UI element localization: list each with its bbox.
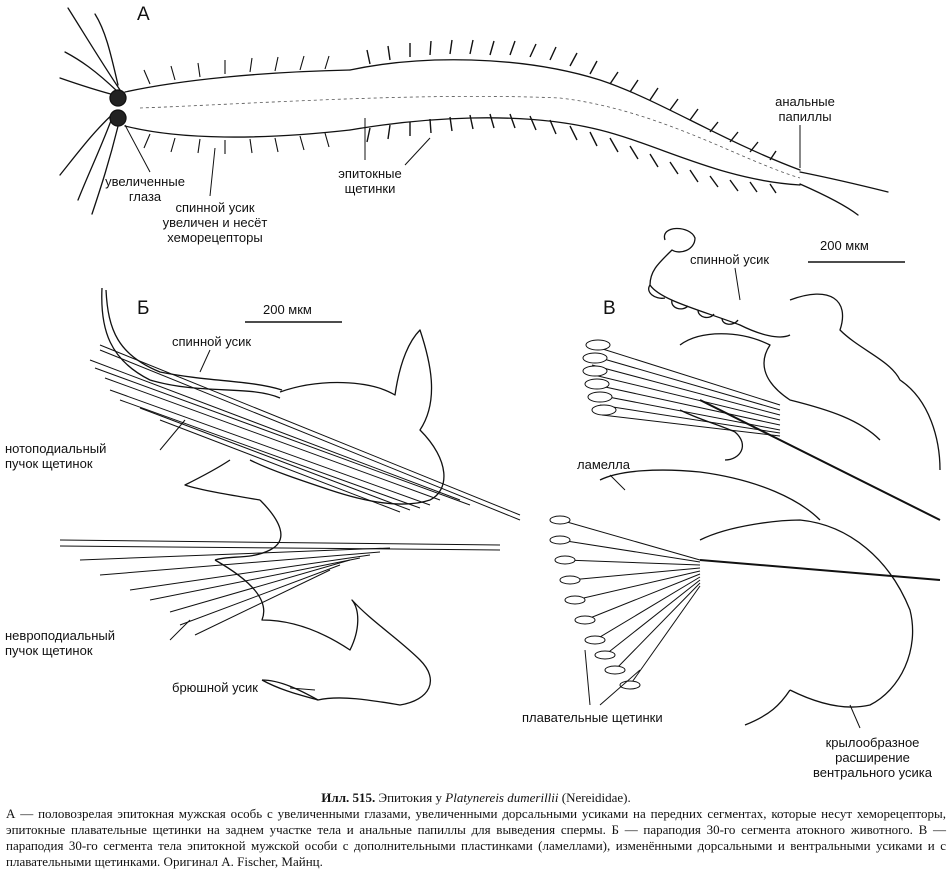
label-ventral-cirrus-b: брюшной усик [172,680,258,695]
label-dorsal-cirrus-a-line1: спинной усик [175,200,255,215]
label-lamella: ламелла [577,457,630,472]
label-wing-extension-line2: расширение [835,750,910,765]
label-wing-extension-line1: крылообразное [825,735,920,750]
label-neuropodial-bundle-line1: невроподиальный [5,628,115,643]
label-swimming-setae: плавательные щетинки [522,710,663,725]
parapodium-drawing-v [599,227,941,726]
caption-title-line: Илл. 515. Эпитокия у Platynereis dumeril… [6,790,946,806]
label-anal-papillae: анальные папиллы [760,94,850,124]
leader-lines-b [159,349,316,691]
label-wing-extension-line3: вентрального усика [813,765,932,780]
parapodia-posterior-a [366,39,777,194]
panel-letter-b: Б [137,298,150,319]
scale-bar-label-b: 200 мкм [263,302,312,317]
neuropodial-setae-b [59,539,501,636]
label-anal-papillae-line1: анальные [775,94,835,109]
swimming-setae-upper-v [589,344,941,521]
caption-prefix: Илл. 515. [321,790,376,805]
label-epitokous-setae-line1: эпитокные [338,166,402,181]
notopodial-setae-b [89,344,521,521]
label-notopodial-bundle-line2: пучок щетинок [5,456,93,471]
caption-family: (Nereididae). [561,790,631,805]
worm-drawing-a [59,7,889,216]
panel-letter-a: А [137,4,150,25]
label-dorsal-cirrus-v: спинной усик [690,252,770,267]
label-epitokous-setae-line2: щетинки [344,181,396,196]
leader-lines-v [584,267,861,729]
label-neuropodial-bundle-line2: пучок щетинок [5,643,93,658]
label-notopodial-bundle: нотоподиальный пучок щетинок [5,441,106,471]
label-dorsal-cirrus-a-line2: увеличен и несёт [162,215,268,230]
leader-lines-a [124,118,801,197]
label-enlarged-eyes-line2: глаза [128,189,162,204]
label-enlarged-eyes-line1: увеличенные [105,174,185,189]
swimming-setae-lower-tips-v [549,515,641,690]
swimming-setae-upper-tips-v [582,339,617,416]
label-notopodial-bundle-line1: нотоподиальный [5,441,107,456]
caption-title: Эпитокия у [378,790,443,805]
scale-bar-label-a: 200 мкм [820,238,869,253]
parapodium-drawing-b [101,287,445,706]
parapodia-anterior-a [143,55,330,154]
label-enlarged-eyes: увеличенные глаза [95,174,195,204]
caption-species: Platynereis dumerillii [445,790,559,805]
figure-caption: Илл. 515. Эпитокия у Platynereis dumeril… [6,790,946,870]
label-wing-extension: крылообразное расширение вентрального ус… [800,735,945,780]
panel-letter-v: В [603,298,616,319]
label-dorsal-cirrus-b: спинной усик [172,334,252,349]
label-neuropodial-bundle: невроподиальный пучок щетинок [5,628,115,658]
caption-body: А — половозрелая эпитокная мужская особь… [6,806,946,869]
label-dorsal-cirrus-a-line3: хеморецепторы [167,230,263,245]
label-dorsal-cirrus-a: спинной усик увеличен и несёт хеморецепт… [145,200,285,245]
label-anal-papillae-line2: папиллы [778,109,832,124]
label-epitokous-setae: эпитокные щетинки [325,166,415,196]
swimming-setae-lower-v [559,519,941,686]
